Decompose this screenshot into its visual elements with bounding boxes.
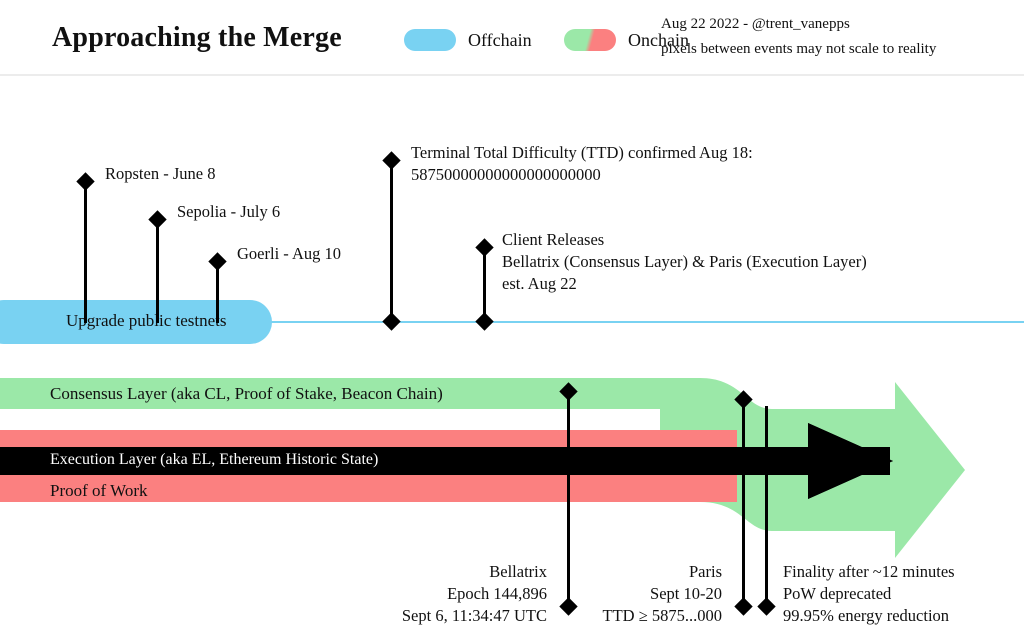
legend-item-onchain: Onchain: [564, 29, 689, 51]
meta-disclaimer: pixels between events may not scale to r…: [661, 41, 937, 57]
event-stem: [567, 391, 570, 607]
event-label-client-releases: Client Releases Bellatrix (Consensus Lay…: [502, 230, 867, 293]
event-label-goerli: Goerli - Aug 10: [237, 244, 342, 263]
meta-date-author: Aug 22 2022 - @trent_vanepps: [661, 16, 850, 32]
event-stem: [390, 160, 393, 322]
event-stem: [156, 219, 159, 323]
event-label-ropsten: Ropsten - June 8: [105, 164, 216, 183]
offchain-track-label: Upgrade public testnets: [66, 311, 227, 330]
legend-item-offchain: Offchain: [404, 29, 532, 51]
legend-label-onchain: Onchain: [628, 29, 689, 50]
header-divider: [0, 74, 1024, 76]
consensus-layer-band: [0, 378, 700, 409]
offchain-track-line: [0, 321, 1024, 323]
event-label-finality: Finality after ~12 minutes PoW deprecate…: [783, 562, 955, 625]
header-bar: Approaching the Merge Offchain Onchain A…: [0, 0, 1024, 74]
meta-credit: Aug 22 2022 - @trent_vanepps pixels betw…: [661, 12, 936, 62]
page-title: Approaching the Merge: [52, 22, 342, 53]
event-stem: [765, 406, 768, 602]
offchain-track-bar: [0, 300, 272, 344]
proof-of-work-label: Proof of Work: [50, 481, 148, 500]
event-label-bellatrix: Bellatrix Epoch 144,896 Sept 6, 11:34:47…: [401, 562, 547, 625]
event-stem: [84, 181, 87, 323]
event-label-ttd: Terminal Total Difficulty (TTD) confirme…: [411, 143, 753, 184]
execution-arrow-overlay: [0, 423, 893, 499]
event-label-sepolia: Sepolia - July 6: [177, 202, 281, 221]
timeline-canvas: Upgrade public testnets Consensus Layer …: [0, 76, 1024, 638]
offchain-swatch-icon: [404, 29, 456, 51]
onchain-swatch-icon: [564, 29, 616, 51]
consensus-layer-label: Consensus Layer (aka CL, Proof of Stake,…: [50, 384, 443, 403]
event-stem: [742, 399, 745, 607]
event-stem: [216, 261, 219, 323]
execution-layer-label: Execution Layer (aka EL, Ethereum Histor…: [50, 451, 379, 468]
event-stem: [483, 247, 486, 322]
event-label-paris: Paris Sept 10-20 TTD ≥ 5875...000: [602, 562, 722, 625]
legend-label-offchain: Offchain: [468, 29, 532, 50]
